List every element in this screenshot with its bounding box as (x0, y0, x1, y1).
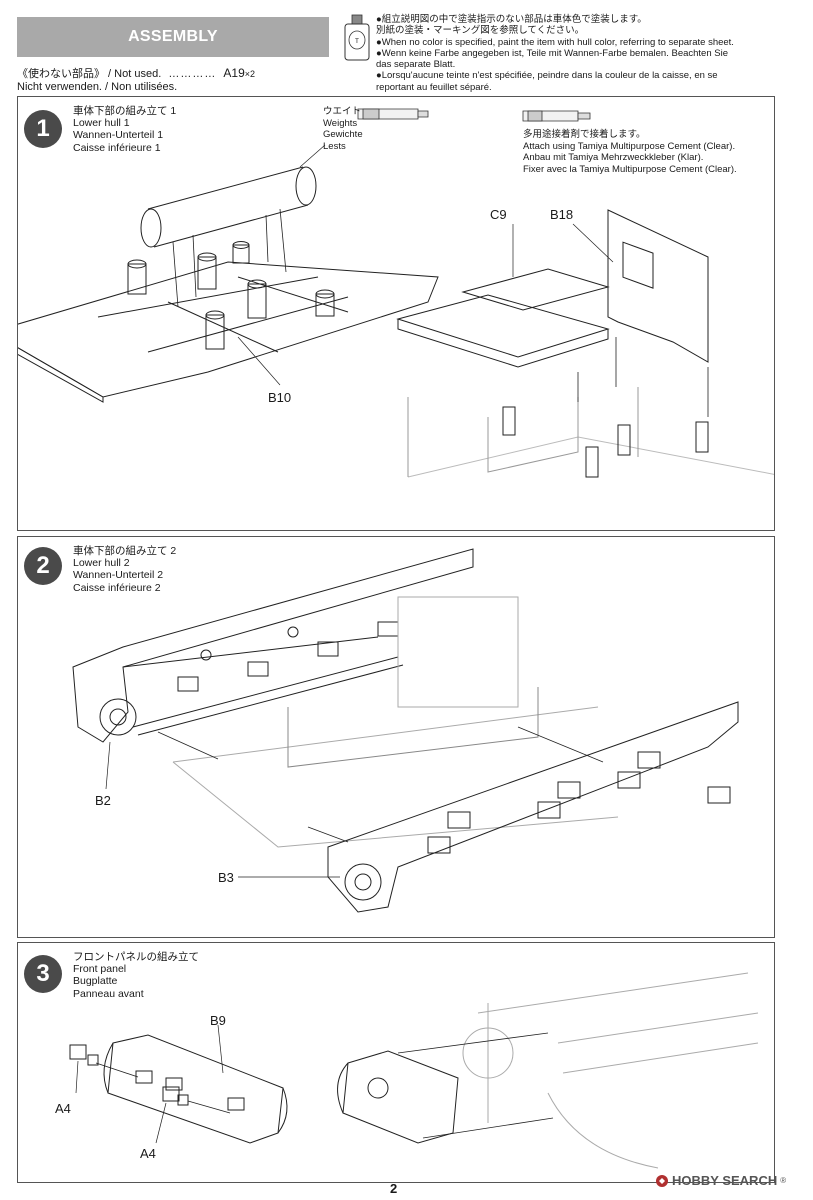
step-3-title-jp: フロントパネルの組み立て (73, 951, 199, 963)
page-number: 2 (390, 1181, 398, 1196)
step-2-number: 2 (24, 547, 62, 585)
note-line: ●When no color is specified, paint the i… (376, 36, 734, 48)
step-1-title: 車体下部の組み立て 1 Lower hull 1 Wannen-Untertei… (73, 105, 176, 154)
cement-en: Attach using Tamiya Multipurpose Cement … (523, 140, 736, 152)
weights-en: Weights (323, 117, 358, 129)
part-label-b2: B2 (95, 793, 111, 808)
part-label-b9: B9 (210, 1013, 226, 1028)
leader-dots: ………… (168, 68, 217, 80)
step-1-title-en: Lower hull 1 (73, 117, 130, 130)
step-2-diagram (18, 537, 774, 937)
cement-jp: 多用途接着剤で接着します。 (523, 129, 646, 140)
section-title: ASSEMBLY (128, 28, 218, 45)
note-line: ●Wenn keine Farbe angegeben ist, Teile m… (376, 47, 728, 59)
note-line: reportant au feuillet séparé. (376, 81, 492, 93)
note-line: ●組立説明図の中で塗装指示のない部品は車体色で塗装します。 (376, 14, 647, 25)
step-1-title-fr: Caisse inférieure 1 (73, 141, 161, 154)
assembly-banner: ASSEMBLY (17, 17, 329, 57)
step-3-title-en: Front panel (73, 963, 127, 976)
svg-text:T: T (355, 39, 359, 45)
part-label-a4-left: A4 (55, 1101, 71, 1116)
note-line: 別紙の塗装・マーキング図を参照してください。 (376, 25, 585, 37)
step-1-title-jp: 車体下部の組み立て 1 (73, 105, 177, 117)
weights-de: Gewichte (323, 129, 363, 140)
part-label-c9: C9 (490, 207, 507, 222)
watermark: HOBBY SEARCH® (655, 1173, 786, 1188)
step-1-diagram (18, 97, 774, 530)
paint-bottle-icon: T (344, 14, 370, 61)
weights-callout: ウエイト Weights Gewichte Lests (323, 106, 363, 152)
step-2-title-jp: 車体下部の組み立て 2 (73, 545, 177, 557)
note-line: das separate Blatt. (376, 59, 456, 71)
step-2-title-fr: Caisse inférieure 2 (73, 581, 161, 594)
step-3-title: フロントパネルの組み立て Front panel Bugplatte Panne… (73, 951, 199, 1000)
step-3-panel: 3 フロントパネルの組み立て Front panel Bugplatte Pan… (17, 942, 775, 1183)
note-line: ●Lorsqu'aucune teinte n'est spécifiée, p… (376, 70, 718, 82)
step-3-number: 3 (24, 955, 62, 993)
watermark-text: HOBBY SEARCH (672, 1173, 778, 1188)
step-2-title-de: Wannen-Unterteil 2 (73, 569, 164, 582)
step-3-title-de: Bugplatte (73, 975, 118, 988)
hobby-search-logo-icon (656, 1174, 668, 1187)
cement-fr: Fixer avec la Tamiya Multipurpose Cement… (523, 163, 737, 175)
step-1-panel: 1 車体下部の組み立て 1 Lower hull 1 Wannen-Untert… (17, 96, 775, 531)
weights-fr: Lests (323, 140, 346, 152)
part-label-a4-bottom: A4 (140, 1146, 156, 1161)
part-label-b18: B18 (550, 207, 574, 222)
painting-notes: ●組立説明図の中で塗装指示のない部品は車体色で塗装します。 別紙の塗装・マーキン… (376, 14, 796, 93)
step-3-diagram (18, 943, 774, 1182)
cement-de: Anbau mit Tamiya Mehrzweckkleber (Klar). (523, 152, 704, 163)
watermark-registered: ® (780, 1176, 787, 1185)
not-used-parts-note: 《使わない部品》 / Not used. ………… A19×2 Nicht ve… (17, 67, 255, 94)
part-label-b3: B3 (218, 870, 234, 885)
step-1-number: 1 (24, 110, 62, 148)
part-label-b10: B10 (268, 390, 292, 405)
weights-jp: ウエイト (323, 106, 362, 117)
not-used-label-de-fr: Nicht verwenden. / Non utilisées. (17, 81, 178, 93)
not-used-label-jp: 《使わない部品》 (17, 68, 105, 80)
step-3-title-fr: Panneau avant (73, 987, 144, 1000)
step-2-title-en: Lower hull 2 (73, 557, 130, 570)
not-used-label-en: / Not used. (105, 68, 162, 80)
step-2-title: 車体下部の組み立て 2 Lower hull 2 Wannen-Untertei… (73, 545, 176, 594)
not-used-part: A19 (223, 66, 245, 80)
not-used-qty: ×2 (244, 69, 256, 79)
cement-callout: 多用途接着剤で接着します。 Attach using Tamiya Multip… (523, 129, 737, 175)
step-1-title-de: Wannen-Unterteil 1 (73, 129, 164, 142)
step-2-panel: 2 車体下部の組み立て 2 Lower hull 2 Wannen-Untert… (17, 536, 775, 938)
